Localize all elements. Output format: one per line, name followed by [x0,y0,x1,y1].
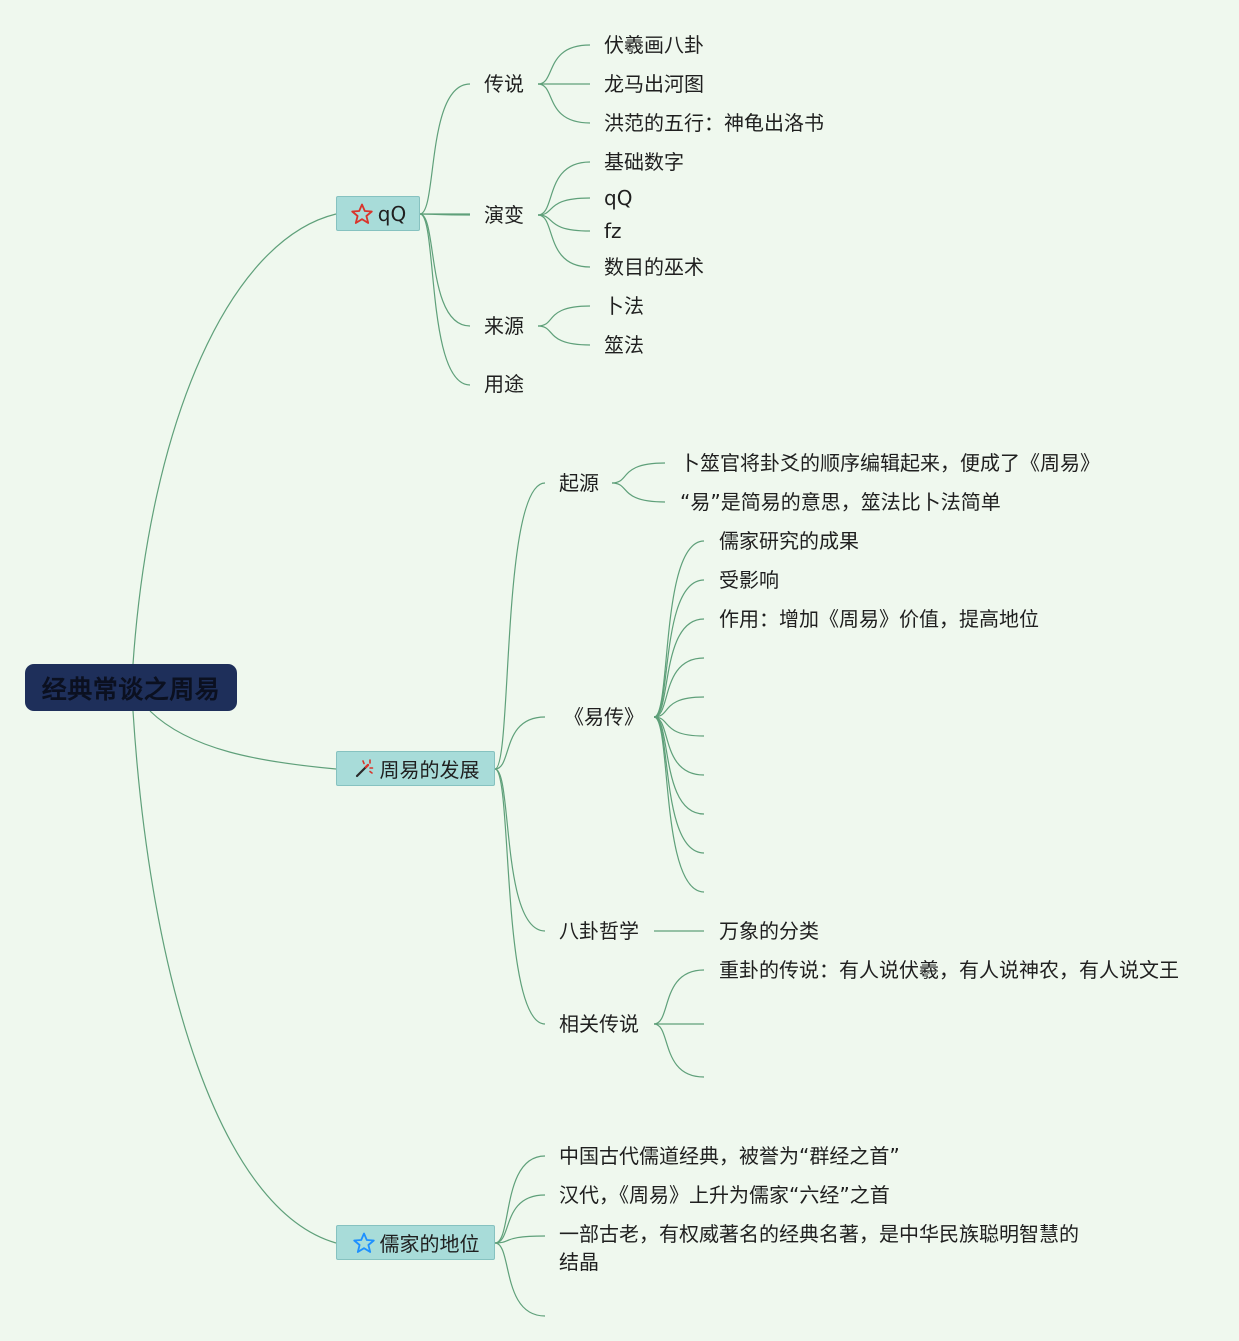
connector-yizhuan-leaf-6 [653,716,705,776]
leaf-fuxi[interactable]: 伏羲画八卦 [604,33,704,57]
leaf-first-classic[interactable]: 中国古代儒道经典，被誉为“群经之首” [559,1144,900,1168]
connector-yizhuan-leaf-1 [653,579,705,718]
connector-topic2-branch-1 [494,716,546,770]
branch-related-legends[interactable]: 相关传说 [559,1012,639,1036]
connector-topic2-branch-3 [494,768,546,1025]
star-outline-icon [352,1231,376,1255]
star-outline-icon [350,202,374,226]
topic-confucian-status-label: 儒家的地位 [379,1232,480,1256]
connector-topic3-item-3 [494,1242,546,1317]
connector-yizhuan-leaf-2 [653,618,705,718]
branch-usage[interactable]: 用途 [484,372,524,396]
connector-topic3-item-2 [494,1235,546,1244]
branch-origin[interactable]: 起源 [559,471,599,495]
branch-bagua-philosophy[interactable]: 八卦哲学 [559,919,639,943]
leaf-number-witchcraft[interactable]: 数目的巫术 [604,255,704,279]
leaf-qq[interactable]: qQ [604,186,633,210]
connector-origin-leaf-1 [611,482,666,503]
connector-topic1-branch-2 [419,213,471,327]
topic-qq-label: qQ [377,201,407,226]
connector-topic2-branch-2 [494,768,546,932]
magic-wand-icon [352,757,376,781]
connector-topic1-branch-0 [419,83,471,215]
connector-legend-leaf-0 [537,44,591,85]
leaf-longma[interactable]: 龙马出河图 [604,72,704,96]
connector-yizhuan-leaf-9 [653,716,705,893]
connector-root-topic3 [132,710,337,1244]
leaf-influenced[interactable]: 受影响 [719,568,779,592]
connector-yizhuan-leaf-0 [653,540,705,718]
connector-legends-leaf-0 [653,969,705,1025]
connector-evolution-leaf-3 [537,214,591,268]
connector-yizhuan-leaf-4 [653,696,705,718]
branch-yizhuan[interactable]: 《易传》 [564,705,644,729]
leaf-chonggua-legend[interactable]: 重卦的传说：有人说伏羲，有人说神农，有人说文王 [719,958,1179,982]
leaf-function[interactable]: 作用：增加《周易》价值，提高地位 [719,607,1039,631]
connector-legends-leaf-2 [653,1023,705,1078]
leaf-basic-numbers[interactable]: 基础数字 [604,150,684,174]
leaf-fz[interactable]: fz [604,219,622,243]
topic-zhouyi-development[interactable]: 周易的发展 [336,751,495,786]
leaf-yi-meaning[interactable]: “易”是简易的意思，筮法比卜法简单 [680,490,1001,514]
topic-qq[interactable]: qQ [336,196,420,231]
topic-zhouyi-development-label: 周易的发展 [379,758,480,782]
connector-source-leaf-0 [537,305,591,327]
branch-legend[interactable]: 传说 [484,72,524,96]
connector-source-leaf-1 [537,325,591,346]
connector-evolution-leaf-2 [537,214,591,232]
connector-topic2-branch-0 [494,482,546,770]
connector-yizhuan-leaf-5 [653,716,705,737]
branch-source[interactable]: 来源 [484,314,524,338]
leaf-ancient-classic[interactable]: 一部古老，有权威著名的经典名著，是中华民族聪明智慧的结晶 [559,1222,1079,1274]
leaf-hongfan[interactable]: 洪范的五行：神龟出洛书 [604,111,824,135]
topic-confucian-status[interactable]: 儒家的地位 [336,1225,495,1260]
branch-evolution[interactable]: 演变 [484,203,524,227]
leaf-divination-officials[interactable]: 卜筮官将卦爻的顺序编辑起来，便成了《周易》 [680,451,1100,475]
connector-topic3-item-1 [494,1194,546,1244]
connector-topic1-branch-3 [419,213,471,386]
connector-yizhuan-leaf-3 [653,657,705,718]
connector-root-topic2 [149,710,337,770]
leaf-classification[interactable]: 万象的分类 [719,919,819,943]
leaf-confucian-research[interactable]: 儒家研究的成果 [719,529,859,553]
leaf-bu-method[interactable]: 卜法 [604,294,644,318]
connector-origin-leaf-0 [611,462,666,484]
connector-evolution-leaf-0 [537,161,591,216]
connector-legend-leaf-2 [537,83,591,124]
leaf-shi-method[interactable]: 筮法 [604,333,644,357]
root-topic[interactable]: 经典常谈之周易 [25,664,237,711]
connector-root-topic1 [132,213,337,665]
connector-topic3-item-0 [494,1155,546,1244]
connector-evolution-leaf-1 [537,197,591,216]
leaf-han-dynasty[interactable]: 汉代，《周易》上升为儒家“六经”之首 [559,1183,890,1207]
